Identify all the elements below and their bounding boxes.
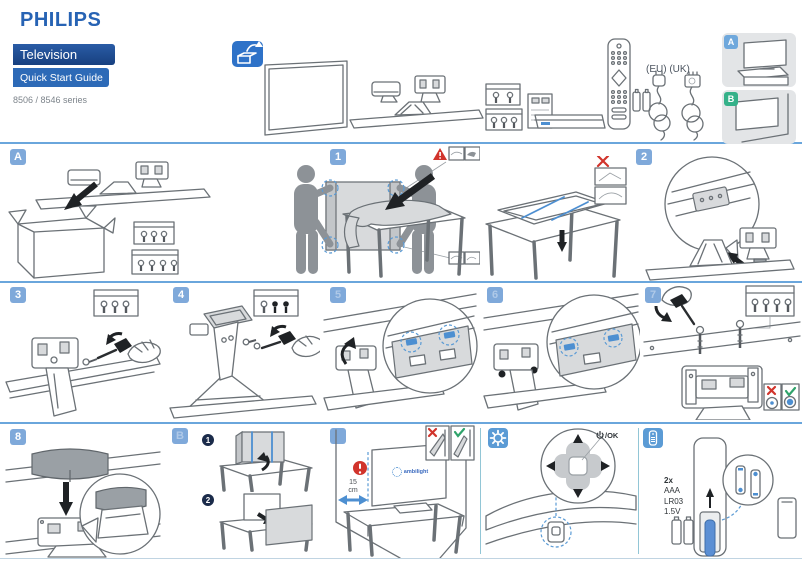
bracket-piece [739,227,777,265]
screwdriver-and-hand-7 [654,286,696,326]
option-b-badge: B [724,92,738,106]
step-7-badge: 7 [645,287,661,303]
power-ok-label: /OK [596,431,618,440]
settings-gear-icon [488,428,508,448]
power-cord-eu [648,70,671,141]
option-a-panel [722,33,796,87]
screw-pack-icon-3b [253,289,299,317]
step-2-badge: 2 [636,149,652,165]
box-contents-illustration [232,38,704,141]
ambilight-ring-icon [391,467,402,477]
table-with-blanket-illustration [342,173,466,278]
wall-gap-inset [425,425,475,461]
stand-bar-part [349,101,484,129]
tv-on-wall-thumbnail [735,93,789,143]
screw-pack-icon-3 [93,289,139,317]
open-box [8,205,116,279]
wall-distance-label: 15 cm [348,479,358,494]
bracket-to-stand-illustration [645,156,795,281]
screw-packs-a [131,221,179,275]
grip-detail-inset-top [448,146,480,161]
wall-step-1-dot: 1 [202,434,214,446]
warning-icon [353,461,367,475]
divider-row3 [0,422,802,424]
step-3-badge: 3 [10,287,26,303]
step-8-badge: 8 [10,429,26,445]
section-a-badge: A [10,149,26,165]
tv-room-placement-illustration [335,425,475,558]
divider-v1 [480,428,481,554]
unbox-icon [232,41,263,67]
batteries-pair [632,88,651,112]
unbox-parts-illustration [8,161,211,279]
joystick-control-illustration [485,428,637,548]
step-4-badge: 4 [173,287,189,303]
screwdriver-and-hand [96,332,161,364]
attach-cover-illustration [5,448,161,558]
remote-icon [643,428,663,448]
power-cord-uk [681,71,704,141]
product-title-bar: Television [13,44,115,65]
divider-row2 [0,281,802,283]
screw-depth-inset [763,383,800,411]
divider-bottom [0,558,802,559]
divider-v2 [638,428,639,554]
series-label: 8506 / 8546 series [13,95,88,105]
stand-bracket-part [414,75,446,103]
battery-spec-label: 2x AAA LR03 1.5V [664,476,684,517]
stand-cover-part [371,81,401,103]
distance-arrow [338,495,368,505]
tv-face-down-on-table-illustration [485,156,627,280]
fasten-screws-illustration [643,285,801,420]
wrong-placement-inset [594,156,627,205]
aaa-batteries-icon [671,516,694,545]
insert-batteries-illustration [671,437,797,557]
screw-neck-illustration [169,289,320,419]
box-upright-on-table-illustration [219,430,313,492]
hook-stand-into-tv-illustration [323,293,478,411]
tv-on-stand-thumbnail [737,39,789,86]
screwdriver-and-hand-4 [260,324,320,358]
placement-badge [330,428,346,444]
step-6-badge: 6 [487,287,503,303]
warning-triangle-icon [433,148,447,160]
screw-bracket-illustration [5,289,161,417]
screw-packs [485,83,523,131]
documents-and-box [527,93,606,129]
remote-control-illustration [607,38,631,130]
cords-region-label: (EU) (UK) [646,64,690,75]
step-5-badge: 5 [330,287,346,303]
stand-hooked-illustration [483,293,640,411]
wall-section-badge: B [172,428,188,444]
option-a-badge: A [724,35,738,49]
divider-row1 [0,142,802,144]
guide-title-bar: Quick Start Guide [13,68,109,87]
step-1-badge: 1 [330,149,346,165]
screw-pack-icon-4 [745,285,795,329]
panel-leaning-illustration [219,493,313,552]
tv-panel-illustration [264,60,348,136]
philips-logo: PHILIPS [20,9,102,31]
power-icon [596,431,604,439]
ambilight-logo: ambilight [384,467,436,477]
wall-step-2-dot: 2 [202,494,214,506]
